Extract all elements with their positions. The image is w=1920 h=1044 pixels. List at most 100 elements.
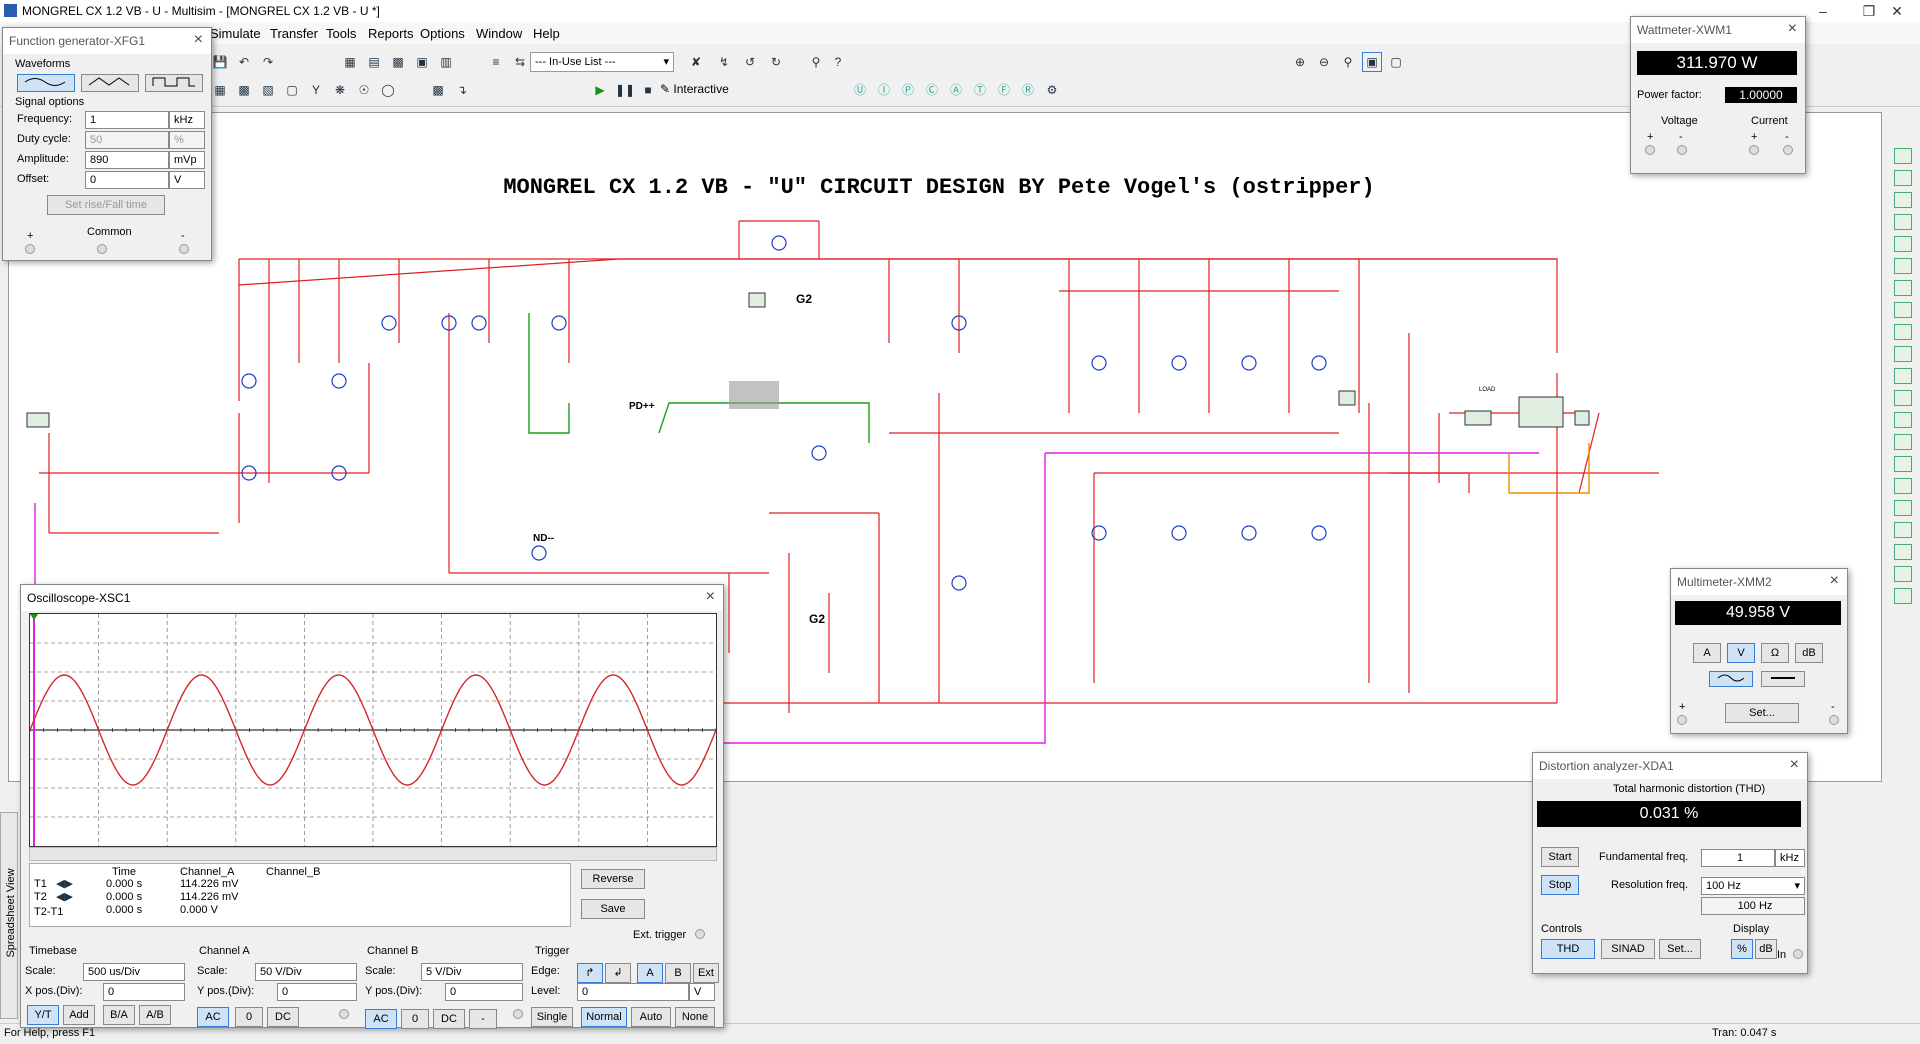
agilent-generator-icon[interactable] bbox=[1894, 456, 1912, 472]
in-use-list-select[interactable]: --- In-Use List --- ▾ bbox=[530, 52, 674, 72]
stop-icon[interactable]: ■ bbox=[644, 83, 652, 97]
voltage-minus-terminal[interactable] bbox=[1677, 145, 1687, 155]
close-icon[interactable]: × bbox=[1829, 572, 1839, 589]
tektronix-scope-icon[interactable] bbox=[1894, 522, 1912, 538]
fundamental-freq-unit[interactable]: kHz bbox=[1775, 849, 1805, 867]
search-icon[interactable]: ⚲ bbox=[811, 55, 821, 69]
iv-analyzer-icon[interactable] bbox=[1894, 368, 1912, 384]
antenna-icon[interactable]: Y bbox=[311, 83, 320, 97]
channel-b-ac-button[interactable]: AC bbox=[365, 1009, 397, 1029]
ohms-button[interactable]: Ω bbox=[1761, 643, 1789, 663]
zoom-in-icon[interactable]: ⊕ bbox=[1294, 55, 1306, 69]
ac-mode-button[interactable] bbox=[1709, 671, 1753, 687]
dc-mode-button[interactable] bbox=[1761, 671, 1805, 687]
wire-icon[interactable]: ⇆ bbox=[514, 55, 526, 69]
current-plus-terminal[interactable] bbox=[1749, 145, 1759, 155]
function-generator-icon[interactable] bbox=[1894, 170, 1912, 186]
analysis-ac-icon[interactable]: Ⓐ bbox=[949, 83, 962, 97]
help-icon[interactable]: ? bbox=[834, 55, 842, 69]
mcu-icon[interactable]: ▧ bbox=[262, 83, 274, 97]
sine-wave-button[interactable] bbox=[17, 74, 75, 92]
agilent-multimeter-icon[interactable] bbox=[1894, 478, 1912, 494]
offset-field[interactable]: 0 bbox=[85, 171, 169, 189]
bus-icon[interactable]: ▩ bbox=[432, 83, 444, 97]
thd-button[interactable]: THD bbox=[1541, 939, 1595, 959]
percent-button[interactable]: % bbox=[1731, 939, 1753, 959]
analysis-dc-icon[interactable]: Ⓒ bbox=[925, 83, 938, 97]
normal-button[interactable]: Normal bbox=[581, 1007, 627, 1027]
trigger-source-ext-button[interactable]: Ext bbox=[693, 963, 719, 983]
close-button[interactable]: ✕ bbox=[1891, 3, 1903, 19]
grapher-icon[interactable]: ▩ bbox=[392, 55, 404, 69]
minus-terminal[interactable] bbox=[179, 244, 189, 254]
analysis-f-icon[interactable]: Ⓕ bbox=[997, 83, 1010, 97]
common-terminal[interactable] bbox=[97, 244, 107, 254]
amps-button[interactable]: A bbox=[1693, 643, 1721, 663]
channel-a-ac-button[interactable]: AC bbox=[197, 1007, 229, 1027]
ref-probe-icon[interactable]: ↺ bbox=[744, 55, 756, 69]
analysis-p-icon[interactable]: Ⓟ bbox=[901, 83, 914, 97]
yt-button[interactable]: Y/T bbox=[27, 1005, 59, 1025]
bode-plotter-icon[interactable] bbox=[1894, 258, 1912, 274]
scope-screen[interactable] bbox=[29, 613, 717, 847]
multimeter-minus-terminal[interactable] bbox=[1829, 715, 1839, 725]
step-icon[interactable]: ↴ bbox=[456, 83, 468, 97]
add-button[interactable]: Add bbox=[63, 1005, 95, 1025]
save-icon[interactable]: 💾 bbox=[212, 55, 228, 69]
netlist-icon[interactable]: ▤ bbox=[368, 55, 380, 69]
fullscreen-icon[interactable]: ▢ bbox=[1390, 55, 1402, 69]
channel-a-scale-field[interactable]: 50 V/Div bbox=[255, 963, 357, 981]
save-button[interactable]: Save bbox=[581, 899, 645, 919]
channel-b-scale-field[interactable]: 5 V/Div bbox=[421, 963, 523, 981]
single-button[interactable]: Single bbox=[531, 1007, 573, 1027]
t2-arrows-icon[interactable]: ◀▶ bbox=[56, 891, 73, 903]
plus-terminal[interactable] bbox=[25, 244, 35, 254]
undo-icon[interactable]: ↶ bbox=[238, 55, 250, 69]
scope-scrollbar[interactable] bbox=[29, 847, 717, 861]
analysis-t-icon[interactable]: Ⓣ bbox=[973, 83, 986, 97]
triangle-wave-button[interactable] bbox=[81, 74, 139, 92]
frequency-field[interactable]: 1 bbox=[85, 111, 169, 129]
breadboard-icon[interactable]: ▣ bbox=[416, 55, 428, 69]
four-channel-scope-icon[interactable] bbox=[1894, 236, 1912, 252]
menu-options[interactable]: Options bbox=[420, 26, 465, 41]
a-over-b-button[interactable]: A/B bbox=[139, 1005, 171, 1025]
menu-tools[interactable]: Tools bbox=[326, 26, 357, 41]
analysis-r-icon[interactable]: Ⓡ bbox=[1021, 83, 1034, 97]
frequency-unit[interactable]: kHz bbox=[169, 111, 205, 129]
component-icon[interactable]: ≡ bbox=[492, 55, 500, 69]
reverse-button[interactable]: Reverse bbox=[581, 869, 645, 889]
start-button[interactable]: Start bbox=[1541, 847, 1579, 867]
none-button[interactable]: None bbox=[675, 1007, 715, 1027]
oscilloscope-small-icon[interactable]: ▢ bbox=[286, 83, 298, 97]
pause-icon[interactable]: ❚❚ bbox=[615, 83, 636, 97]
trigger-level-field[interactable]: 0 bbox=[577, 983, 689, 1001]
current-probe-icon[interactable]: ↯ bbox=[718, 55, 730, 69]
channel-a-dc-button[interactable]: DC bbox=[267, 1007, 299, 1027]
resolution-freq-select[interactable]: 100 Hz ▾ bbox=[1701, 877, 1805, 895]
channel-a-ypos-field[interactable]: 0 bbox=[277, 983, 357, 1001]
voltage-probe-icon[interactable]: ↻ bbox=[770, 55, 782, 69]
menu-window[interactable]: Window bbox=[476, 26, 523, 41]
zoom-out-icon[interactable]: ⊖ bbox=[1318, 55, 1330, 69]
distortion-analyzer-icon[interactable] bbox=[1894, 390, 1912, 406]
bug-icon[interactable]: ❋ bbox=[334, 83, 346, 97]
x-position-field[interactable]: 0 bbox=[103, 983, 185, 1001]
close-icon[interactable]: × bbox=[1787, 20, 1797, 37]
auto-button[interactable]: Auto bbox=[631, 1007, 671, 1027]
close-icon[interactable]: × bbox=[705, 588, 715, 605]
distortion-set-button[interactable]: Set... bbox=[1659, 939, 1701, 959]
rising-edge-icon[interactable]: ↱ bbox=[577, 963, 603, 983]
oscilloscope-icon[interactable] bbox=[1894, 214, 1912, 230]
channel-a-zero-button[interactable]: 0 bbox=[235, 1007, 263, 1027]
input-terminal[interactable] bbox=[1793, 949, 1803, 959]
labview-icon[interactable] bbox=[1894, 544, 1912, 560]
minimize-button[interactable]: – bbox=[1819, 3, 1827, 19]
analysis-v-icon[interactable]: Ⓤ bbox=[853, 83, 866, 97]
run-icon[interactable]: ▶ bbox=[595, 83, 605, 97]
fundamental-freq-field[interactable]: 1 bbox=[1701, 849, 1775, 867]
sinad-button[interactable]: SINAD bbox=[1601, 939, 1655, 959]
falling-edge-icon[interactable]: ↲ bbox=[605, 963, 631, 983]
network-analyzer-icon[interactable] bbox=[1894, 434, 1912, 450]
wattmeter-icon[interactable] bbox=[1894, 192, 1912, 208]
